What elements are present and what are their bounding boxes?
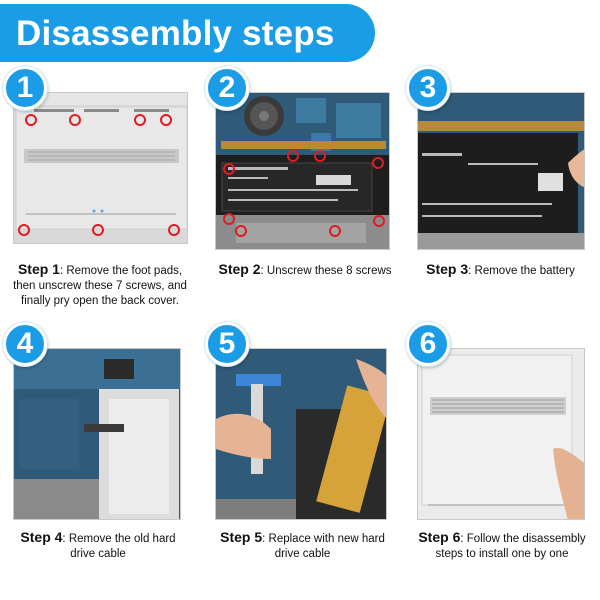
step-1-label: Step 1 [17,261,60,277]
step-6-label: Step 6 [418,529,461,545]
step-4-text: Remove the old hard drive cable [68,533,176,560]
step-2-photo [215,92,390,250]
step-2-label: Step 2 [218,261,261,277]
step-6-photo [417,348,585,520]
title-banner: Disassembly steps [0,4,375,62]
step-1-photo [13,92,188,244]
step-2-caption: Step 2: Unscrew these 8 screws [218,261,392,278]
step-3-caption: Step 3: Remove the battery [426,261,575,278]
page-title: Disassembly steps [16,14,335,53]
step-4-badge: 4 [3,322,47,366]
step-6-badge: 6 [406,322,450,366]
step-1-text: Remove the foot pads, then unscrew these… [13,265,187,307]
step-3-label: Step 3 [426,261,469,277]
step-2-badge: 2 [205,66,249,110]
step-4-photo [13,348,181,520]
step-4-label: Step 4 [20,529,63,545]
step-3-badge: 3 [406,66,450,110]
step-4-caption: Step 4: Remove the old hard drive cable [20,529,176,561]
step-1-caption: Step 1: Remove the foot pads, then unscr… [13,261,187,308]
step-5-label: Step 5 [220,529,263,545]
step-3-text: Remove the battery [474,265,575,277]
step-5-caption: Step 5: Replace with new hard drive cabl… [220,529,385,561]
step-5-photo [215,348,387,520]
step-1-badge: 1 [3,66,47,110]
step-2-text: Unscrew these 8 screws [266,265,392,277]
step-6-caption: Step 6: Follow the disassembly steps to … [418,529,586,561]
step-3-photo [417,92,585,250]
step-5-text: Replace with new hard drive cable [268,533,385,560]
step-5-badge: 5 [205,322,249,366]
step-6-text: Follow the disassembly steps to install … [435,533,586,560]
